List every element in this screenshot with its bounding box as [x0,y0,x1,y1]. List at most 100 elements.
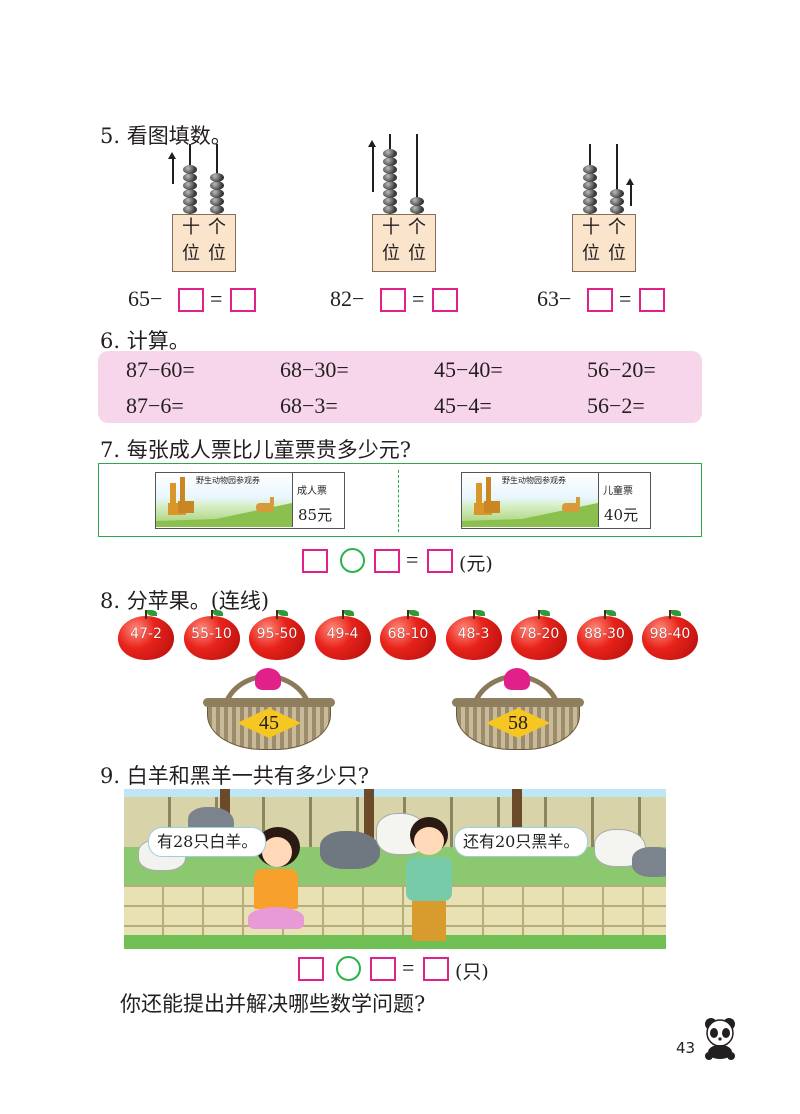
plate-wei-label: 位 [208,243,226,264]
ones-rod [416,134,418,216]
apple-stem [407,610,409,619]
ticket-price: 40元 [604,506,639,524]
ones-bead [610,189,624,198]
answer-box[interactable] [374,549,400,573]
answer-box[interactable] [639,288,665,312]
giraffe-deer-illustration [156,477,292,527]
plate-wei-label: 位 [382,243,400,264]
ones-bead [410,205,424,214]
calc-item: 56−2= [587,393,645,418]
basket-58[interactable]: 58 [452,668,584,752]
apple-stem [538,610,540,619]
tens-bead [383,205,397,214]
abacus-63: 十个 位位 [570,144,640,284]
apple-label: 48-3 [457,626,490,642]
abacus-65: 十个 位位 [169,144,240,284]
leaf-icon [605,610,616,616]
plate-ones-label: 个 [208,217,226,238]
ones-bead [210,189,224,198]
q9-title: 9. 白羊和黑羊一共有多少只? [100,764,369,788]
apple-body [314,616,371,660]
ones-rod [616,144,618,216]
apple-stem [276,610,278,619]
answer-box[interactable] [230,288,256,312]
answer-box[interactable] [302,549,328,573]
leaf-icon [278,610,288,616]
leaf-icon [540,610,550,616]
answer-box[interactable] [423,957,449,981]
tens-bead [183,165,197,174]
q7-title: 7. 每张成人票比儿童票贵多少元? [100,438,411,462]
plate-wei-label: 位 [182,243,200,264]
tens-bead [183,205,197,214]
basket-45[interactable]: 45 [203,668,335,752]
apple-6[interactable]: 48-3 [445,610,502,660]
child-ticket: 野生动物园参观券 儿童票 40元 [461,472,651,529]
apple-stem [145,610,147,619]
apple-body [576,616,633,660]
calc-item: 45−40= [434,357,503,382]
tens-bead [383,149,397,158]
apple-3[interactable]: 95-50 [249,610,305,660]
tens-bead [183,189,197,198]
q5-expr-2: 82− [330,286,365,311]
up-arrow-icon [369,140,375,192]
basket-rim [203,698,335,707]
apple-body [118,616,174,660]
answer-box[interactable] [380,288,406,312]
bow-icon [255,668,281,690]
page-number: 43 [676,1039,696,1057]
up-arrow-icon [627,178,633,206]
zoo-scene-image: 野生动物园参观券 [156,473,293,527]
apple-body [183,616,240,660]
tens-bead [383,189,397,198]
answer-box[interactable] [370,957,396,981]
answer-box[interactable] [432,288,458,312]
tens-bead [383,181,397,190]
apple-9[interactable]: 98-40 [642,610,698,660]
apple-stem [669,610,671,619]
apple-1[interactable]: 47-2 [118,610,174,660]
answer-box[interactable] [298,957,324,981]
apple-stem [472,610,475,619]
calc-item: 87−60= [126,357,195,382]
plate-ones-label: 个 [408,217,426,238]
adult-ticket: 野生动物园参观券 成人票 85元 [155,472,345,529]
tens-bead [583,165,597,174]
ticket-kind: 儿童票 [603,486,633,497]
ones-bead [410,197,424,206]
tens-bead [183,181,197,190]
operator-circle[interactable] [336,956,361,981]
plate-tens-label: 十 [382,217,400,238]
apple-7[interactable]: 78-20 [511,610,567,660]
answer-box[interactable] [178,288,204,312]
girl-speech-bubble: 有28只白羊。 [148,827,267,857]
operator-circle[interactable] [340,548,365,573]
apple-5[interactable]: 68-10 [380,610,436,660]
apple-stem [603,610,606,619]
apple-label: 49-4 [326,626,359,642]
ones-bead [210,205,224,214]
q8-title: 8. 分苹果。(连线) [100,589,270,613]
tens-bead [383,157,397,166]
ones-bead [610,205,624,214]
calc-item: 87−6= [126,393,184,418]
answer-box[interactable] [587,288,613,312]
leaf-icon [671,610,681,616]
tens-bead [583,197,597,206]
tens-bead [583,181,597,190]
apple-label: 88-30 [584,626,625,642]
plate-wei-label: 位 [608,243,626,264]
apple-label: 55-10 [191,626,232,642]
tens-bead [383,173,397,182]
answer-box[interactable] [427,549,453,573]
apple-2[interactable]: 55-10 [183,610,240,660]
q5-expr-1: 65− [128,286,163,311]
apple-8[interactable]: 88-30 [576,610,633,660]
giraffe-deer-illustration [462,477,598,527]
ticket-title: 野生动物园参观券 [502,476,566,485]
zoo-scene-image: 野生动物园参观券 [462,473,599,527]
q5-title: 5. 看图填数。 [100,124,232,148]
apple-4[interactable]: 49-4 [314,610,371,660]
calc-item: 68−30= [280,357,349,382]
